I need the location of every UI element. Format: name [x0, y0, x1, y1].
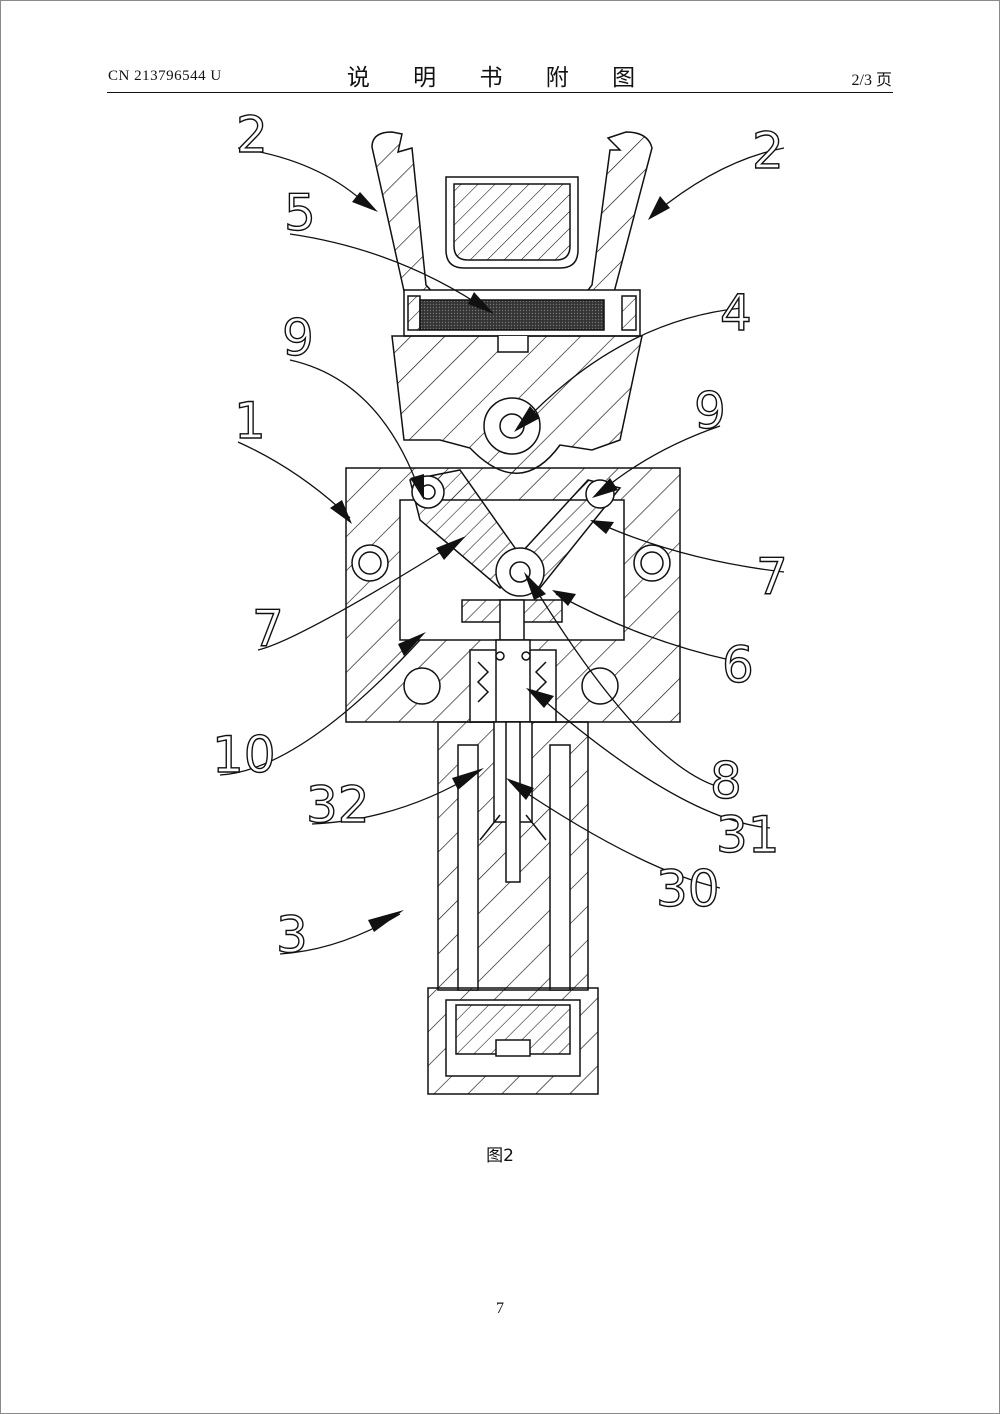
label-7-right: 7 [756, 548, 788, 606]
right-jaw [580, 131, 653, 313]
left-jaw [371, 131, 440, 313]
page-info: 2/3 页 [851, 72, 892, 89]
label-8: 8 [710, 752, 742, 810]
label-30: 30 [656, 860, 720, 918]
label-9-right: 9 [694, 382, 726, 440]
friction-pad [419, 299, 605, 331]
page-title: 说 明 书 附 图 [346, 65, 654, 91]
label-4: 4 [720, 284, 752, 342]
label-7-left: 7 [252, 600, 284, 658]
header-rule [107, 92, 893, 93]
page-number: 7 [496, 1300, 504, 1317]
label-2-left: 2 [236, 106, 268, 164]
label-6: 6 [722, 636, 754, 694]
label-1: 1 [234, 392, 266, 450]
label-5: 5 [284, 184, 316, 242]
label-32: 32 [306, 776, 370, 834]
patent-number: CN 213796544 U [108, 68, 222, 84]
figure-caption: 图2 [486, 1146, 514, 1166]
label-31: 31 [716, 806, 780, 864]
label-3: 3 [276, 906, 308, 964]
label-9-left: 9 [282, 309, 314, 367]
label-2-right: 2 [752, 122, 784, 180]
label-10: 10 [212, 726, 276, 784]
